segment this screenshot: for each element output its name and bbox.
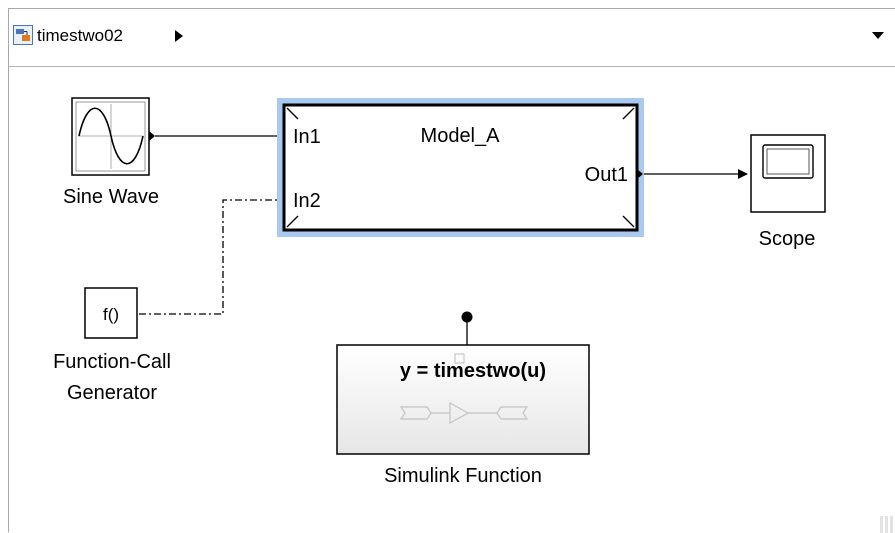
function-call-generator-block[interactable]: f() Function-Call Generator [53, 287, 171, 404]
simulink-function-block[interactable]: y = timestwo(u) Simulink Function [336, 311, 590, 488]
model-a-port-in1: In1 [293, 126, 321, 148]
sine-wave-block[interactable]: Sine Wave [63, 97, 159, 208]
model-a-block[interactable]: Model_A In1 In2 Out1 [277, 98, 644, 237]
resize-grip-icon[interactable] [880, 516, 893, 533]
sine-wave-label: Sine Wave [63, 186, 159, 208]
sine-wave-icon [78, 107, 144, 165]
breadcrumb-model-name[interactable]: timestwo02 [37, 26, 123, 45]
model-canvas[interactable]: Sine Wave f() Function-Call Generator Mo… [9, 9, 895, 533]
model-a-port-out1: Out1 [585, 164, 628, 186]
function-call-glyph: f() [103, 305, 119, 324]
triangle-right-icon[interactable] [174, 29, 184, 43]
selection-highlight [277, 98, 644, 237]
function-call-line[interactable] [139, 195, 289, 315]
scope-label: Scope [759, 228, 816, 250]
function-call-generator-label-line1: Function-Call [53, 351, 171, 373]
function-flow-icon [399, 401, 529, 425]
explorer-bar: timestwo02 [9, 9, 895, 67]
simulink-function-label: Simulink Function [384, 465, 542, 487]
model-editor-window: timestwo02 Sine Wave [8, 8, 895, 533]
function-call-generator-label-line2: Generator [67, 382, 157, 404]
triangle-down-icon[interactable] [871, 31, 885, 40]
function-call-trigger-port[interactable] [461, 311, 473, 323]
simulink-model-icon[interactable] [13, 25, 33, 45]
scope-block[interactable]: Scope [750, 134, 826, 250]
simulink-function-prototype: y = timestwo(u) [400, 360, 546, 382]
model-a-port-in2: In2 [293, 190, 321, 212]
model-a-title: Model_A [421, 125, 501, 147]
